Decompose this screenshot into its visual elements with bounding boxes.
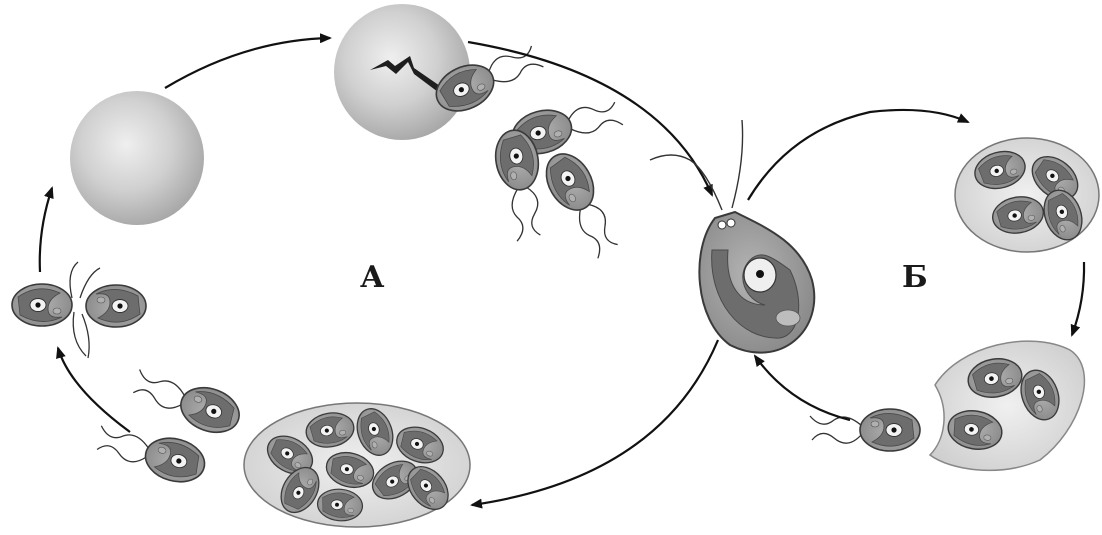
- adult-cell: [650, 120, 814, 353]
- gamete: [92, 419, 209, 488]
- cycle-a: А: [12, 4, 718, 527]
- rupturing-sporangium: [930, 341, 1084, 470]
- arrow-gametes-to-fusion: [58, 348, 130, 432]
- zoospore-sporangium: [955, 138, 1099, 252]
- arrow-zoospore-to-adult: [755, 356, 850, 420]
- zygote-sphere: [70, 91, 204, 225]
- arrow-fusion-to-zygote: [40, 188, 52, 272]
- fusing-gamete-right: [86, 285, 146, 327]
- arrow-zygote-to-germination: [165, 38, 330, 88]
- gamete-sporangium: [244, 403, 470, 527]
- arrow-adult-to-sporangium-b: [748, 110, 968, 200]
- cycle-a-label: А: [360, 260, 385, 295]
- arrow-sporangium-to-release: [1072, 262, 1084, 335]
- released-zoospore: [810, 409, 920, 451]
- arrow-adult-to-sporangium: [472, 340, 718, 505]
- gamete: [128, 363, 246, 440]
- fusing-gamete-left: [12, 284, 72, 326]
- zoospore: [537, 146, 628, 262]
- cycle-b-label: Б: [902, 260, 928, 295]
